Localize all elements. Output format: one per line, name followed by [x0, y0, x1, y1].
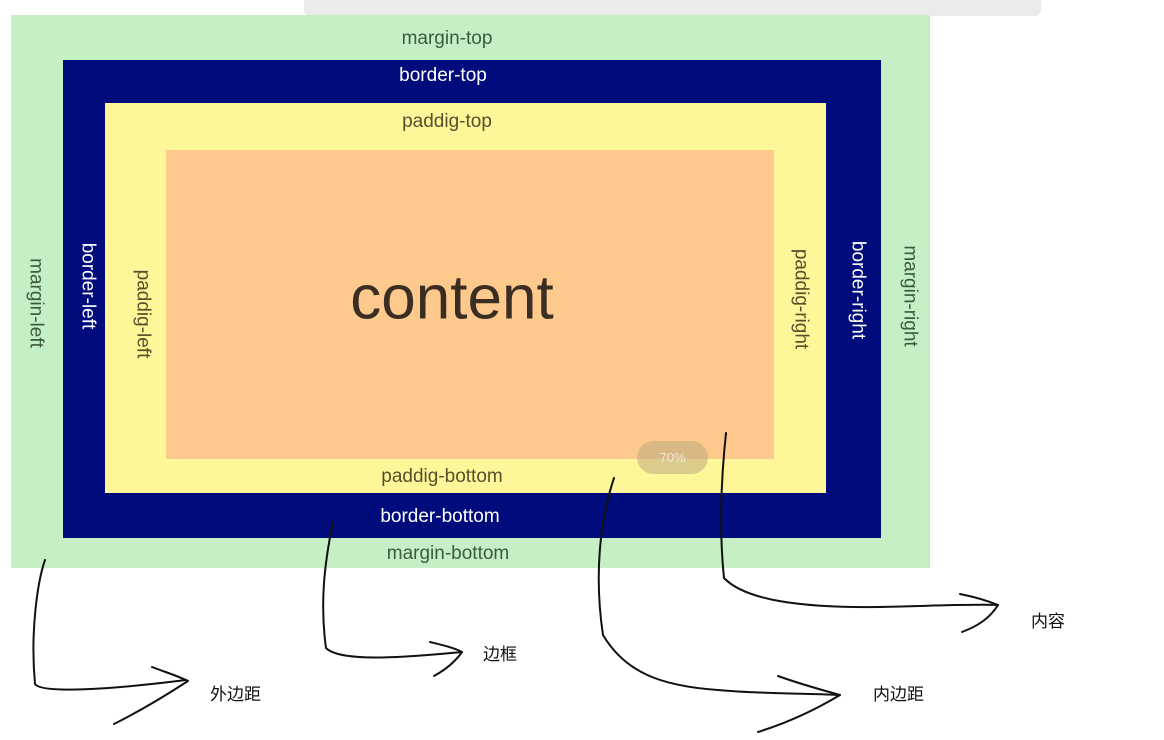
border-annotation: 边框	[483, 645, 517, 665]
content-arrowhead	[959, 593, 999, 633]
margin-bottom-label: margin-bottom	[386, 543, 510, 564]
zoom-level-badge: 70%	[637, 441, 708, 474]
border-top-label: border-top	[399, 65, 487, 86]
padding-top-label: paddig-top	[402, 111, 492, 132]
margin-arrow	[32, 559, 187, 691]
content-annotation: 内容	[1031, 612, 1065, 632]
margin-arrowhead	[113, 666, 189, 725]
padding-arrow	[597, 477, 841, 696]
padding-annotation: 内边距	[873, 685, 924, 705]
border-arrow	[322, 521, 463, 659]
viewer-toolbar	[304, 0, 1041, 16]
padding-arrowhead	[757, 675, 841, 733]
margin-annotation: 外边距	[210, 685, 261, 705]
content-arrow	[720, 432, 999, 609]
border-bottom-label: border-bottom	[380, 506, 500, 527]
content-area	[166, 150, 774, 459]
content-label: content	[350, 263, 554, 333]
margin-top-label: margin-top	[401, 28, 493, 49]
padding-bottom-label: paddig-bottom	[381, 466, 503, 487]
border-arrowhead	[429, 641, 463, 677]
